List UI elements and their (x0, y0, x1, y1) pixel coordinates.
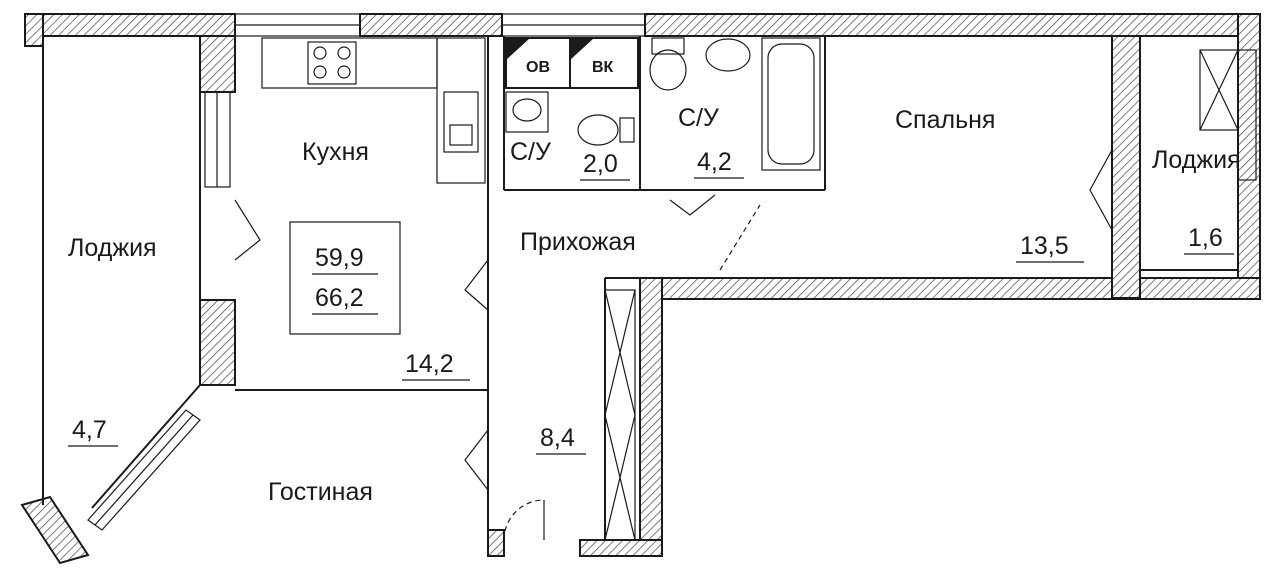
hall-label: Прихожая (520, 228, 636, 256)
living-area-total: 59,9 (315, 244, 364, 272)
heating-shaft-label: ОВ (526, 59, 550, 76)
hall-area: 8,4 (540, 424, 575, 452)
bedroom-label: Спальня (895, 106, 995, 134)
totals-box (289, 221, 401, 335)
interior-walls (42, 36, 1238, 540)
bedroom-area: 13,5 (1020, 232, 1069, 260)
small-bathroom-label: С/У (510, 138, 551, 166)
left-loggia-area: 4,7 (72, 416, 107, 444)
bathroom-fixtures (505, 37, 821, 171)
loggia-cabinet (1199, 49, 1239, 131)
wardrobe (604, 289, 636, 541)
kitchen-area: 14,2 (405, 350, 454, 378)
right-loggia-area: 1,6 (1188, 224, 1223, 252)
kitchen-equipment (261, 37, 486, 184)
total-area: 66,2 (315, 284, 364, 312)
utility-shafts (505, 37, 639, 89)
living-room-label: Гостиная (268, 478, 373, 506)
doors (234, 149, 1113, 541)
kitchen-label: Кухня (302, 138, 369, 166)
large-bathroom-area: 4,2 (697, 148, 732, 176)
large-bathroom-label: С/У (678, 104, 719, 132)
small-bathroom-area: 2,0 (583, 150, 618, 178)
water-shaft-label: ВК (592, 59, 614, 76)
windows (87, 13, 1257, 531)
left-loggia-label: Лоджия (68, 234, 157, 262)
right-loggia-label: Лоджия (1152, 146, 1241, 174)
exterior-walls (20, 13, 1261, 565)
